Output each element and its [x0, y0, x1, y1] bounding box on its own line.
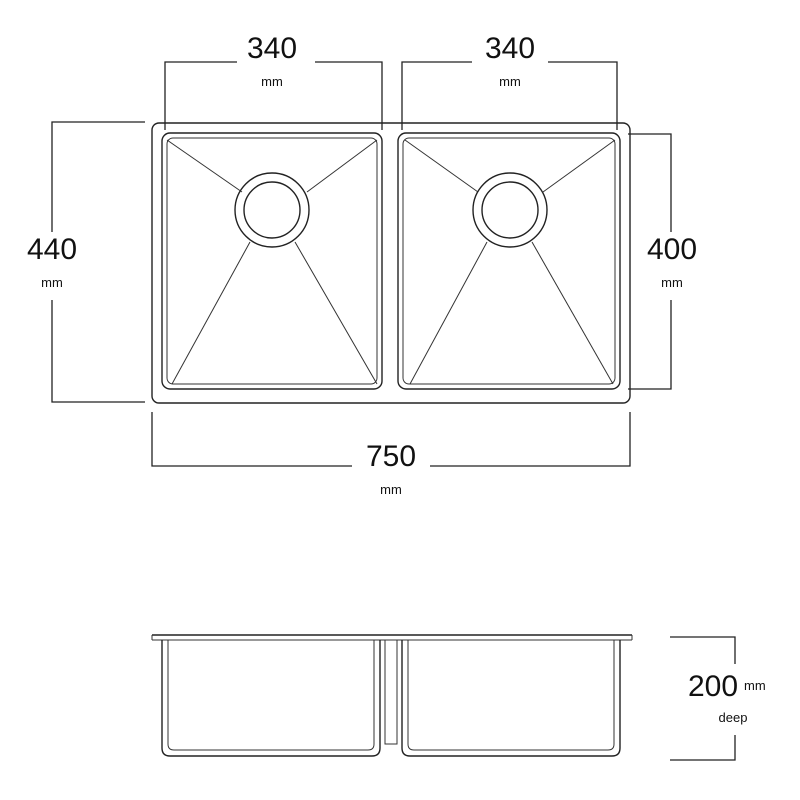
bowl-height-note: deep — [719, 710, 748, 725]
left-bowl-width-unit: mm — [261, 74, 283, 89]
left-bowl-crease-tl — [166, 139, 243, 193]
top-view: 340 mm 340 mm 440 mm 400 mm 750 — [27, 32, 697, 497]
side-view-left-bowl-inner — [167, 640, 375, 751]
left-bowl-inner-outline — [161, 132, 383, 390]
dimension-bowl-height: 200 mm deep — [670, 636, 766, 761]
side-view-divider — [384, 639, 398, 745]
side-view: 200 mm deep — [151, 634, 766, 761]
left-bowl-inner-lip — [166, 137, 378, 385]
right-bowl-crease-bl — [409, 241, 488, 385]
bowl-depth-value: 400 — [647, 233, 697, 266]
side-view-right-bowl-inner — [407, 640, 615, 751]
left-bowl-crease-tr — [306, 139, 378, 193]
left-bowl-crease-bl — [171, 241, 251, 385]
right-bowl-width-value: 340 — [485, 32, 535, 65]
side-view-right-bowl — [401, 640, 621, 757]
dimension-bowl-depth: 400 mm — [628, 133, 697, 390]
dimension-right-bowl-width: 340 mm — [401, 32, 618, 130]
dimension-overall-width: 750 mm — [151, 412, 631, 497]
right-drain-inner-ring — [481, 181, 539, 239]
overall-depth-value: 440 — [27, 233, 77, 266]
overall-depth-unit: mm — [41, 275, 63, 290]
right-bowl-crease-br — [531, 241, 614, 385]
dimension-overall-depth: 440 mm — [27, 121, 145, 403]
right-bowl — [397, 132, 621, 390]
right-bowl-width-unit: mm — [499, 74, 521, 89]
overall-width-value: 750 — [366, 440, 416, 473]
bowl-height-unit: mm — [744, 678, 766, 693]
left-drain-outer-ring — [234, 172, 310, 248]
bowl-height-value: 200 — [688, 670, 738, 703]
side-view-left-bowl — [161, 640, 381, 757]
overall-width-unit: mm — [380, 482, 402, 497]
right-bowl-crease-tl — [404, 139, 479, 193]
left-drain-inner-ring — [243, 181, 301, 239]
right-bowl-crease-tr — [542, 139, 616, 193]
left-bowl — [161, 132, 383, 390]
right-bowl-inner-lip — [402, 137, 616, 385]
sink-outer-rim — [151, 122, 631, 404]
left-bowl-width-value: 340 — [247, 32, 297, 65]
bowl-depth-unit: mm — [661, 275, 683, 290]
left-bowl-crease-br — [294, 241, 378, 385]
right-bowl-inner-outline — [397, 132, 621, 390]
right-drain-outer-ring — [472, 172, 548, 248]
dimension-left-bowl-width: 340 mm — [164, 32, 383, 130]
